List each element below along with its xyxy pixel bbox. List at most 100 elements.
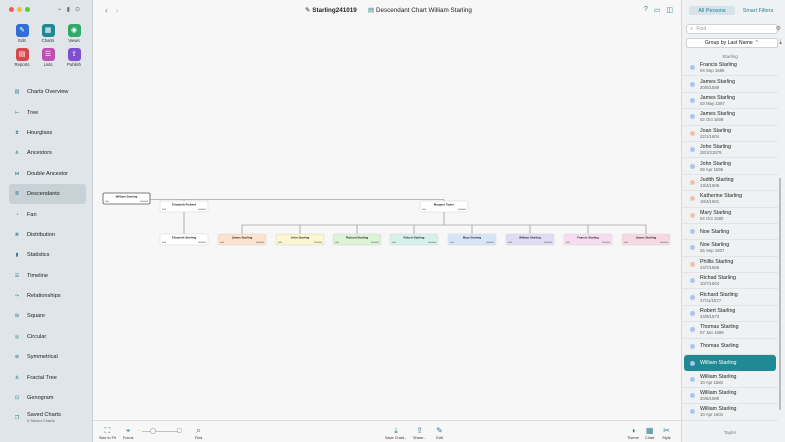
person-card[interactable]: Mary Starling — [447, 233, 497, 246]
person-search-input[interactable] — [696, 26, 767, 32]
person-name: Judith Starling — [700, 176, 734, 183]
sidebar-item-descendants[interactable]: ≣Descendants — [9, 183, 86, 205]
sidebar-item-hourglass[interactable]: ⧗Hourglass — [9, 123, 86, 143]
style-button[interactable]: ✂ Style — [662, 426, 671, 440]
sidebar-item-fan[interactable]: ◔Fan — [9, 204, 86, 224]
edit-chart-button[interactable]: ✎ Edit — [435, 426, 444, 440]
tag-icon[interactable]: ⌁ — [58, 7, 62, 13]
zoom-slider[interactable]: ▫ ▢ — [138, 427, 182, 434]
tool-publish-button[interactable]: ⇪Publish — [61, 48, 87, 67]
sidebar-item-fractal-tree[interactable]: ⋔Fractal Tree — [9, 367, 86, 387]
tab-smart-filters[interactable]: Smart Filters — [742, 7, 774, 14]
sort-order-icon[interactable]: ⇣ — [777, 40, 783, 46]
tool-views-button[interactable]: ◉Views — [61, 24, 87, 43]
person-search-icon[interactable]: ⊙ — [74, 7, 80, 13]
tool-label: Charts — [41, 38, 55, 43]
tool-edit-button[interactable]: ✎Edit — [9, 24, 35, 43]
sidebar-item-genogram[interactable]: ⊡Genogram — [9, 388, 86, 408]
tool-lists-button[interactable]: ☰Lists — [35, 48, 61, 67]
theme-button[interactable]: ◑ Theme — [627, 426, 639, 440]
help-icon[interactable]: ? — [643, 6, 648, 13]
style-icon: ✂ — [663, 426, 670, 435]
tool-reports-button[interactable]: ▤Reports — [9, 48, 35, 67]
zoom-window-button[interactable] — [25, 7, 30, 12]
sidebar-item-symmetrical[interactable]: ⊕Symmetrical — [9, 347, 86, 367]
person-row[interactable]: Thomas Starling — [682, 339, 778, 356]
close-window-button[interactable] — [9, 7, 14, 12]
person-card[interactable]: Elizabeth Pickard — [159, 200, 209, 213]
person-card[interactable]: Robert Starling — [389, 233, 439, 246]
person-card[interactable]: Francis Starling — [563, 233, 613, 246]
person-row[interactable]: Noe Starling — [682, 224, 778, 241]
sidebar-item-charts-overview[interactable]: ▥Charts Overview — [9, 82, 86, 102]
person-card[interactable]: Margery Taylor — [419, 200, 469, 213]
sidebar-item-timeline[interactable]: ☰Timeline — [9, 266, 86, 286]
zoom-thumb[interactable] — [150, 428, 156, 434]
lists-icon: ☰ — [41, 48, 55, 61]
tab-all-persons[interactable]: All Persons — [689, 6, 735, 15]
sidebar-item-square[interactable]: ⊞Square — [9, 306, 86, 326]
sidebar-item-label: Relationships — [27, 293, 61, 299]
sidebar-item-double-ancestor[interactable]: ⋈Double Ancestor — [9, 164, 86, 184]
tool-charts-button[interactable]: ▦Charts — [35, 24, 61, 43]
save-chart-label: Save Chart... — [385, 436, 408, 440]
chart-settings-button[interactable]: ▦ Chart — [645, 426, 654, 440]
sidebar-item-tree[interactable]: ⊢Tree — [9, 102, 86, 122]
descendants-icon: ≣ — [14, 191, 20, 198]
bookmark-icon[interactable]: ▮ — [66, 7, 70, 13]
person-card[interactable]: James Starling — [217, 233, 267, 246]
sidebar-toggle-icon[interactable]: ◫ — [666, 7, 673, 14]
person-card[interactable]: Elizabeth Starling — [159, 233, 209, 246]
gender-dot-icon — [690, 229, 695, 235]
size-to-fit-button[interactable]: ⛶ Size to Fit — [99, 426, 116, 440]
group-by-popup[interactable]: Group by Last Name ⌃ — [686, 38, 778, 48]
search-options-gear-icon[interactable]: ⚙ — [775, 26, 781, 32]
save-chart-button[interactable]: ⤓ Save Chart... — [385, 426, 407, 440]
person-card[interactable]: John Starling — [275, 233, 325, 246]
person-card[interactable]: Richard Starling — [332, 233, 382, 246]
share-button[interactable]: ⇪ Share... — [413, 426, 426, 440]
chart-area: ‹ › ✎ Starling241019 ▤ Descendant Chart … — [93, 0, 681, 442]
person-card[interactable]: William Starling — [505, 233, 555, 246]
person-card[interactable]: William Starling — [102, 192, 151, 205]
minimize-window-button[interactable] — [17, 7, 22, 12]
section-header-starling: Starling — [722, 54, 738, 59]
person-card-box — [621, 233, 671, 246]
back-chevron-icon[interactable]: ‹ — [105, 6, 108, 15]
sidebar-item-circular[interactable]: ◎Circular — [9, 327, 86, 347]
sidebar-item-ancestors[interactable]: ⋔Ancestors — [9, 143, 86, 163]
sidebar-item-statistics[interactable]: ▮Statistics — [9, 245, 86, 265]
sidebar-item-distribution[interactable]: ❋Distribution — [9, 225, 86, 245]
focus-button[interactable]: ⌖ Focus — [123, 426, 133, 440]
forward-chevron-icon[interactable]: › — [115, 6, 119, 15]
person-card[interactable]: James Starling — [621, 233, 671, 246]
person-date: 10 Apr 1582 — [700, 379, 724, 385]
window-layout-icon[interactable]: ▭ — [653, 7, 661, 14]
person-row[interactable]: William Starling — [684, 355, 776, 372]
saved-charts-icon: ❐ — [14, 415, 20, 422]
person-list-scrollbar[interactable] — [779, 178, 781, 410]
sidebar-item-relationships[interactable]: ⤳Relationships — [9, 286, 86, 306]
find-button[interactable]: ⌕ Find — [194, 426, 203, 440]
